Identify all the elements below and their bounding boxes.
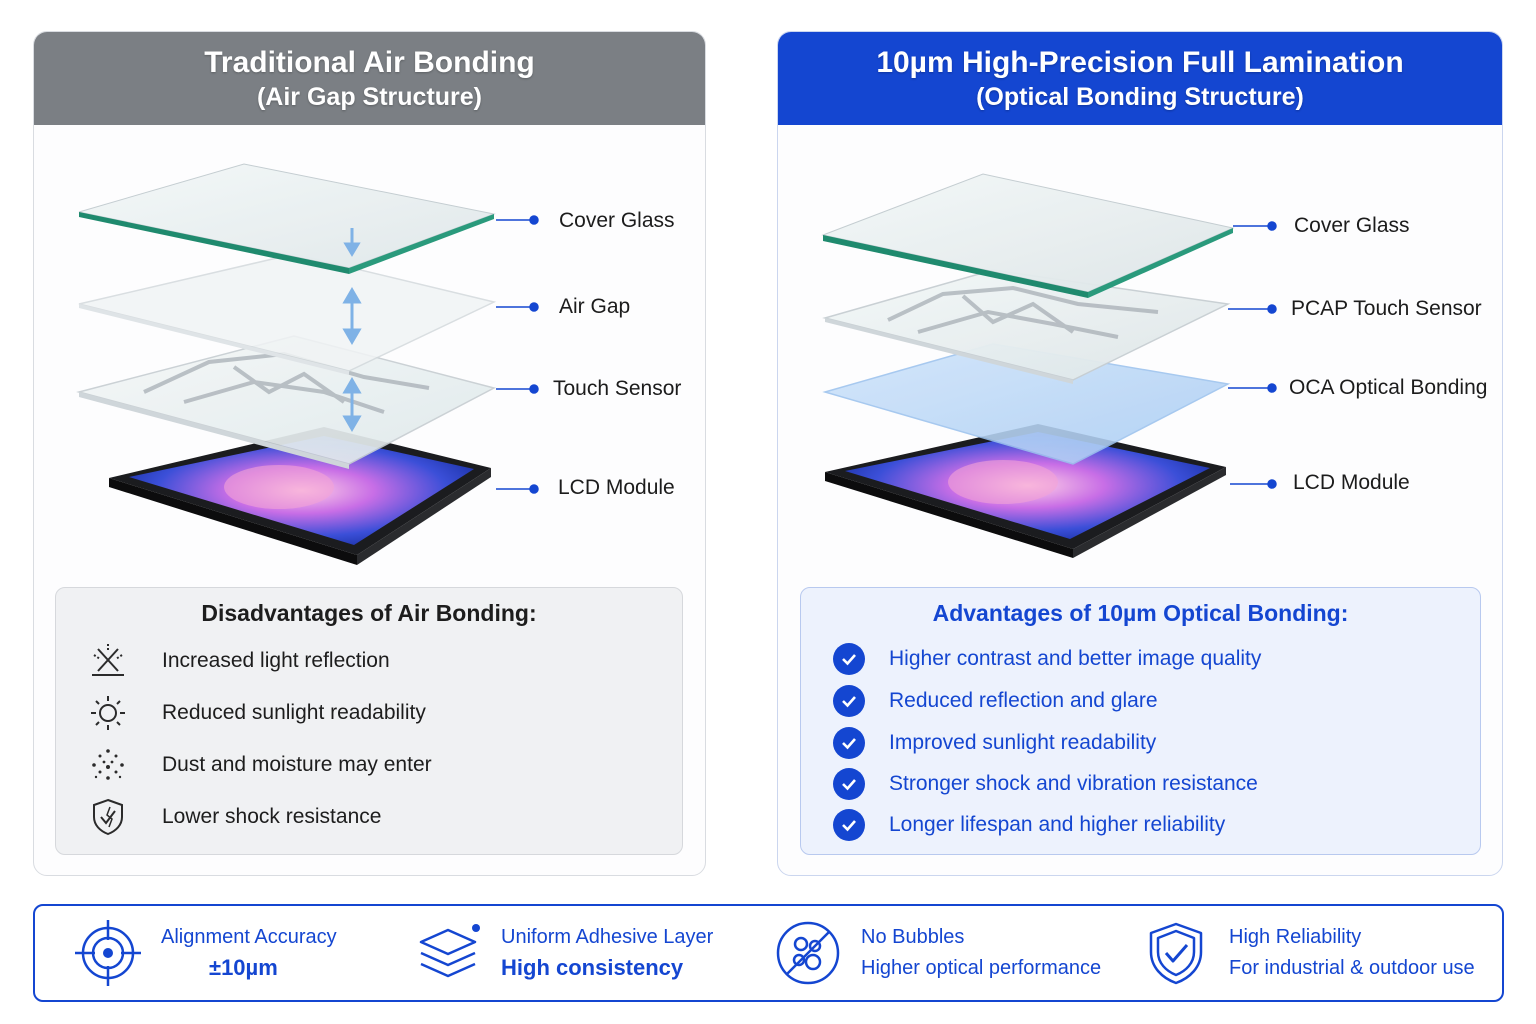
feature-value: High consistency (501, 955, 684, 980)
check-icon (833, 809, 865, 841)
check-icon (833, 643, 865, 675)
disadvantage-item: Lower shock resistance (88, 797, 381, 837)
shield-icon (88, 797, 128, 837)
label-oca-optical-bonding: OCA Optical Bonding (1289, 376, 1488, 399)
leader-lines (496, 215, 539, 494)
optical-bonding-title: 10µm High-Precision Full Lamination (876, 45, 1404, 79)
lcd-module-layer (825, 424, 1226, 558)
disadvantage-text: Reduced sunlight readability (162, 701, 426, 724)
advantages-box: Advantages of 10µm Optical Bonding: High… (800, 587, 1481, 855)
feature-label: No Bubbles (861, 926, 965, 948)
disadvantages-box: Disadvantages of Air Bonding: Increased … (55, 587, 683, 855)
disadvantage-text: Lower shock resistance (162, 805, 382, 828)
disadvantage-item: Dust and moisture may enter (88, 745, 432, 785)
label-lcd-module: LCD Module (558, 476, 675, 499)
air-bonding-header: Traditional Air Bonding (Air Gap Structu… (34, 32, 705, 125)
cover-glass-layer (821, 173, 1235, 298)
disadvantage-text: Dust and moisture may enter (162, 753, 432, 776)
air-gap-stack-diagram (76, 163, 539, 565)
air-bonding-panel: Traditional Air Bonding (Air Gap Structu… (33, 31, 706, 876)
advantage-item: Higher contrast and better image quality (833, 643, 1261, 675)
feature-reliability: High Reliability For industrial & outdoo… (1141, 906, 1475, 1000)
air-bonding-title: Traditional Air Bonding (204, 45, 535, 79)
label-cover-glass: Cover Glass (559, 209, 675, 232)
layers-icon (413, 918, 483, 988)
feature-bar: Alignment Accuracy ±10µm Uniform Adhesiv… (33, 904, 1504, 1002)
sun-icon (88, 693, 128, 733)
advantage-text: Improved sunlight readability (889, 731, 1157, 754)
advantage-item: Longer lifespan and higher reliability (833, 809, 1225, 841)
feature-alignment: Alignment Accuracy ±10µm (73, 906, 337, 1000)
optical-bonding-header: 10µm High-Precision Full Lamination (Opt… (778, 32, 1502, 125)
advantage-text: Higher contrast and better image quality (889, 647, 1262, 670)
air-gap-layer (78, 253, 497, 375)
disadvantage-item: Reduced sunlight readability (88, 693, 426, 733)
feature-label: Alignment Accuracy (161, 926, 337, 948)
advantages-title: Advantages of 10µm Optical Bonding: (932, 600, 1349, 626)
advantage-text: Stronger shock and vibration resistance (889, 772, 1258, 795)
feature-label: Uniform Adhesive Layer (501, 926, 714, 948)
feature-value: For industrial & outdoor use (1229, 957, 1475, 979)
leader-lines (1228, 221, 1277, 489)
cover-glass-layer (78, 163, 496, 274)
advantage-text: Longer lifespan and higher reliability (889, 813, 1226, 836)
advantage-item: Improved sunlight readability (833, 727, 1156, 759)
check-icon (833, 768, 865, 800)
check-icon (833, 685, 865, 717)
label-pcap-touch-sensor: PCAP Touch Sensor (1291, 297, 1482, 320)
advantage-item: Reduced reflection and glare (833, 685, 1158, 717)
feature-value: ±10µm (209, 955, 278, 980)
disadvantage-text: Increased light reflection (162, 649, 390, 672)
gap-arrows (342, 228, 362, 432)
air-bonding-subtitle: (Air Gap Structure) (256, 82, 483, 111)
shield-check-icon (1141, 918, 1211, 988)
label-cover-glass: Cover Glass (1294, 214, 1410, 237)
pcap-touch-sensor-layer (822, 269, 1231, 384)
feature-no-bubbles: No Bubbles Higher optical performance (773, 906, 1101, 1000)
feature-value: Higher optical performance (861, 957, 1102, 979)
label-touch-sensor: Touch Sensor (553, 377, 682, 400)
label-air-gap: Air Gap (559, 295, 631, 318)
label-lcd-module: LCD Module (1293, 471, 1410, 494)
check-icon (833, 727, 865, 759)
no-bubbles-icon (773, 918, 843, 988)
reflection-icon (88, 641, 128, 681)
feature-adhesive: Uniform Adhesive Layer High consistency (413, 906, 713, 1000)
feature-label: High Reliability (1229, 926, 1362, 948)
lcd-module-layer (109, 427, 491, 565)
optical-bonding-stack-diagram (821, 173, 1277, 558)
disadvantages-title: Disadvantages of Air Bonding: (201, 600, 537, 626)
advantage-text: Reduced reflection and glare (889, 689, 1158, 712)
optical-bonding-subtitle: (Optical Bonding Structure) (976, 82, 1304, 111)
dust-icon (88, 745, 128, 785)
target-icon (73, 918, 143, 988)
oca-bonding-layer (822, 343, 1231, 465)
optical-bonding-panel: 10µm High-Precision Full Lamination (Opt… (777, 31, 1503, 876)
advantage-item: Stronger shock and vibration resistance (833, 768, 1258, 800)
disadvantage-item: Increased light reflection (88, 641, 390, 681)
